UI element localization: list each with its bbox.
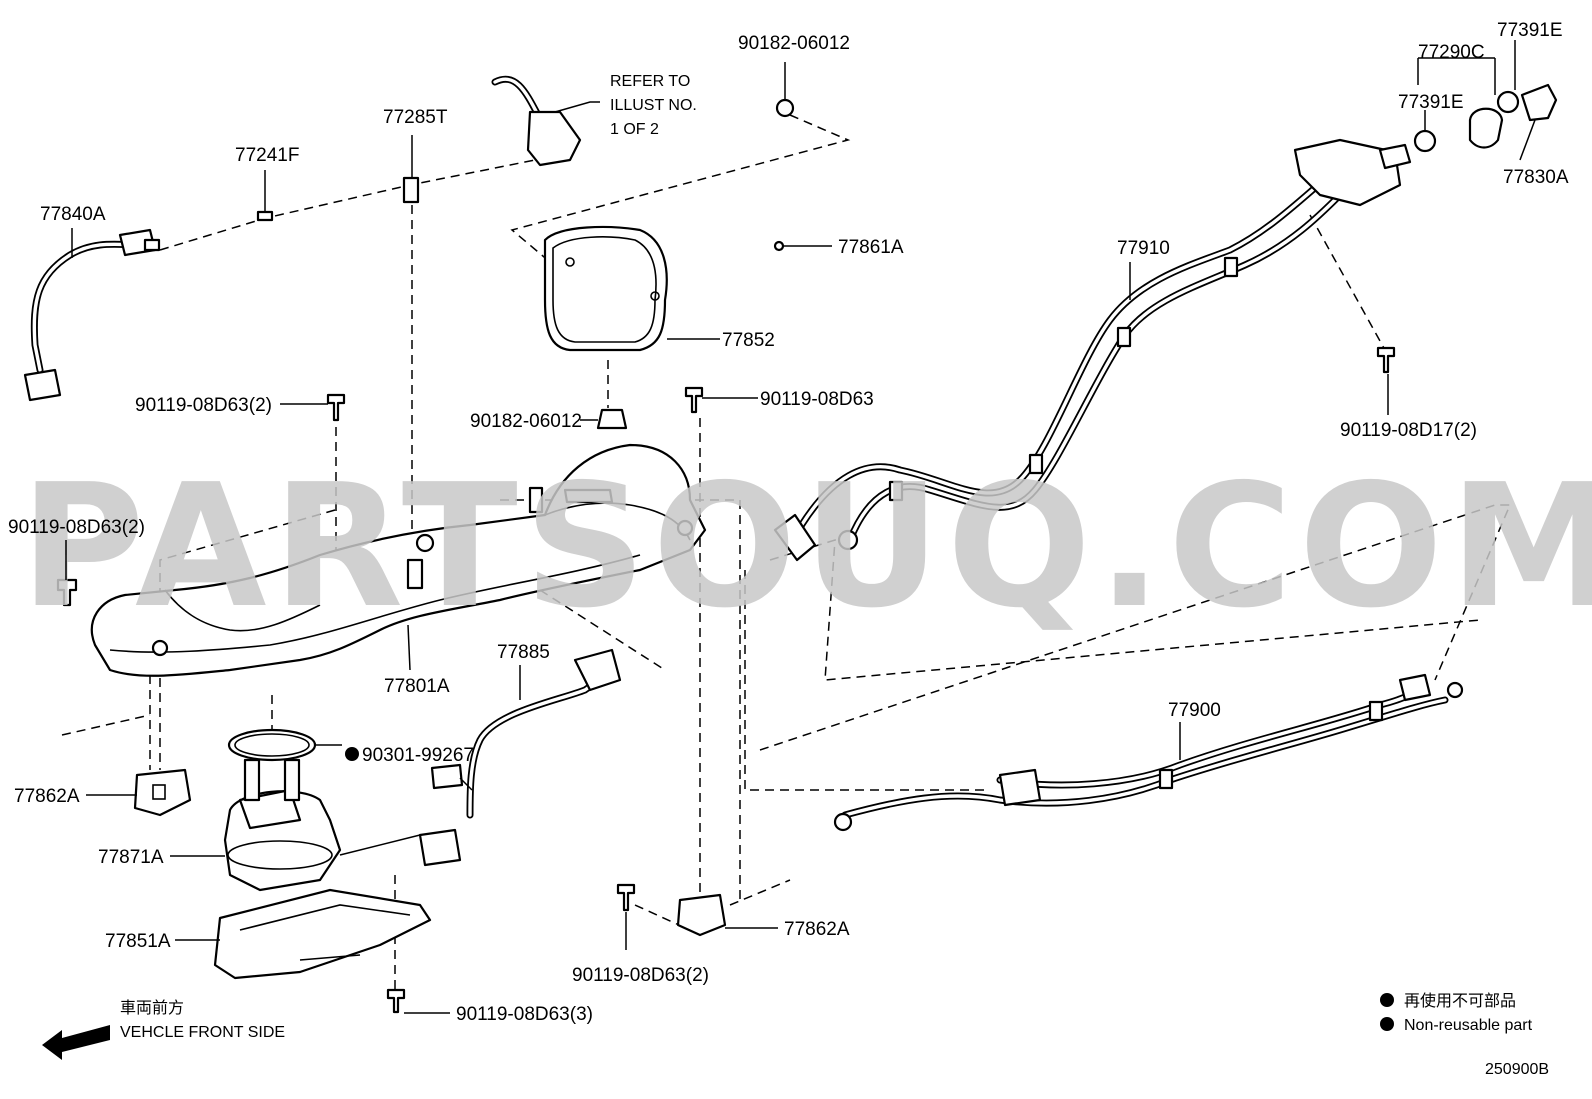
watermark: PARTSOUQ.COM (20, 448, 1592, 646)
non-reusable-dot (345, 747, 359, 761)
refer-line-1: REFER TO (610, 73, 690, 90)
part-labels: 90182-06012 77391E 77290C 77391E 77830A … (8, 20, 1569, 1025)
fuel-tank-77801A (90, 443, 707, 677)
label-77862A-right: 77862A (784, 919, 850, 940)
label-77871A: 77871A (98, 847, 164, 868)
legend-dot-icon-2 (1380, 1017, 1394, 1031)
label-77801A: 77801A (384, 676, 450, 697)
label-77861A: 77861A (838, 237, 904, 258)
label-77391E-top: 77391E (1497, 20, 1563, 41)
label-77910: 77910 (1117, 238, 1170, 259)
label-90182-06012-top: 90182-06012 (738, 33, 850, 54)
label-77885: 77885 (497, 642, 550, 663)
fuel-pump-77871A (223, 758, 421, 892)
legend-dot-icon-1 (1380, 993, 1394, 1007)
wire-harness-77885 (418, 648, 622, 867)
label-90119-08D63-2-a: 90119-08D63(2) (135, 395, 272, 416)
label-77840A: 77840A (40, 204, 106, 225)
refer-note: REFER TO ILLUST NO. 1 OF 2 (610, 73, 697, 138)
label-77285T: 77285T (383, 107, 448, 128)
wire-harness-77840A (23, 228, 161, 402)
label-77830A: 77830A (1503, 167, 1569, 188)
vehicle-front-indicator: 車両前方 VEHCLE FRONT SIDE (42, 999, 285, 1060)
label-90119-08D63-2-c: 90119-08D63(2) (572, 965, 709, 986)
label-77241F: 77241F (235, 145, 299, 166)
label-90119-08D63-3: 90119-08D63(3) (456, 1004, 593, 1025)
fuel-hose-77900 (833, 673, 1464, 832)
label-77391E: 77391E (1398, 92, 1464, 113)
vehicle-front-en: VEHCLE FRONT SIDE (120, 1024, 285, 1041)
label-90119-08D63-mid: 90119-08D63 (760, 389, 874, 410)
label-77290C: 77290C (1418, 42, 1485, 63)
label-77862A-left: 77862A (14, 786, 80, 807)
legend-en: Non-reusable part (1404, 1017, 1533, 1034)
protector-77852 (543, 225, 668, 352)
label-90301-99267: 90301-99267 (362, 745, 474, 766)
label-77852: 77852 (722, 330, 775, 351)
small-parts (56, 83, 1558, 1014)
refer-line-3: 1 OF 2 (610, 121, 659, 138)
leader-lines (65, 40, 1536, 1014)
label-90182-06012-mid: 90182-06012 (470, 411, 582, 432)
protector-77851A (213, 888, 432, 980)
label-90119-08D17-2: 90119-08D17(2) (1340, 420, 1477, 441)
label-77851A: 77851A (105, 931, 171, 952)
fuel-hose-77910 (773, 138, 1412, 562)
label-90119-08D63-2-b: 90119-08D63(2) (8, 517, 145, 538)
refer-line-2: ILLUST NO. (610, 97, 697, 114)
vent-hose-connector (491, 75, 600, 167)
legend-jp: 再使用不可部品 (1404, 992, 1516, 1010)
vehicle-front-jp: 車両前方 (120, 999, 184, 1017)
legend: 再使用不可部品 Non-reusable part (1380, 992, 1533, 1034)
figure-code: 250900B (1485, 1061, 1549, 1078)
front-arrow-icon (42, 1025, 110, 1060)
label-77900: 77900 (1168, 700, 1221, 721)
